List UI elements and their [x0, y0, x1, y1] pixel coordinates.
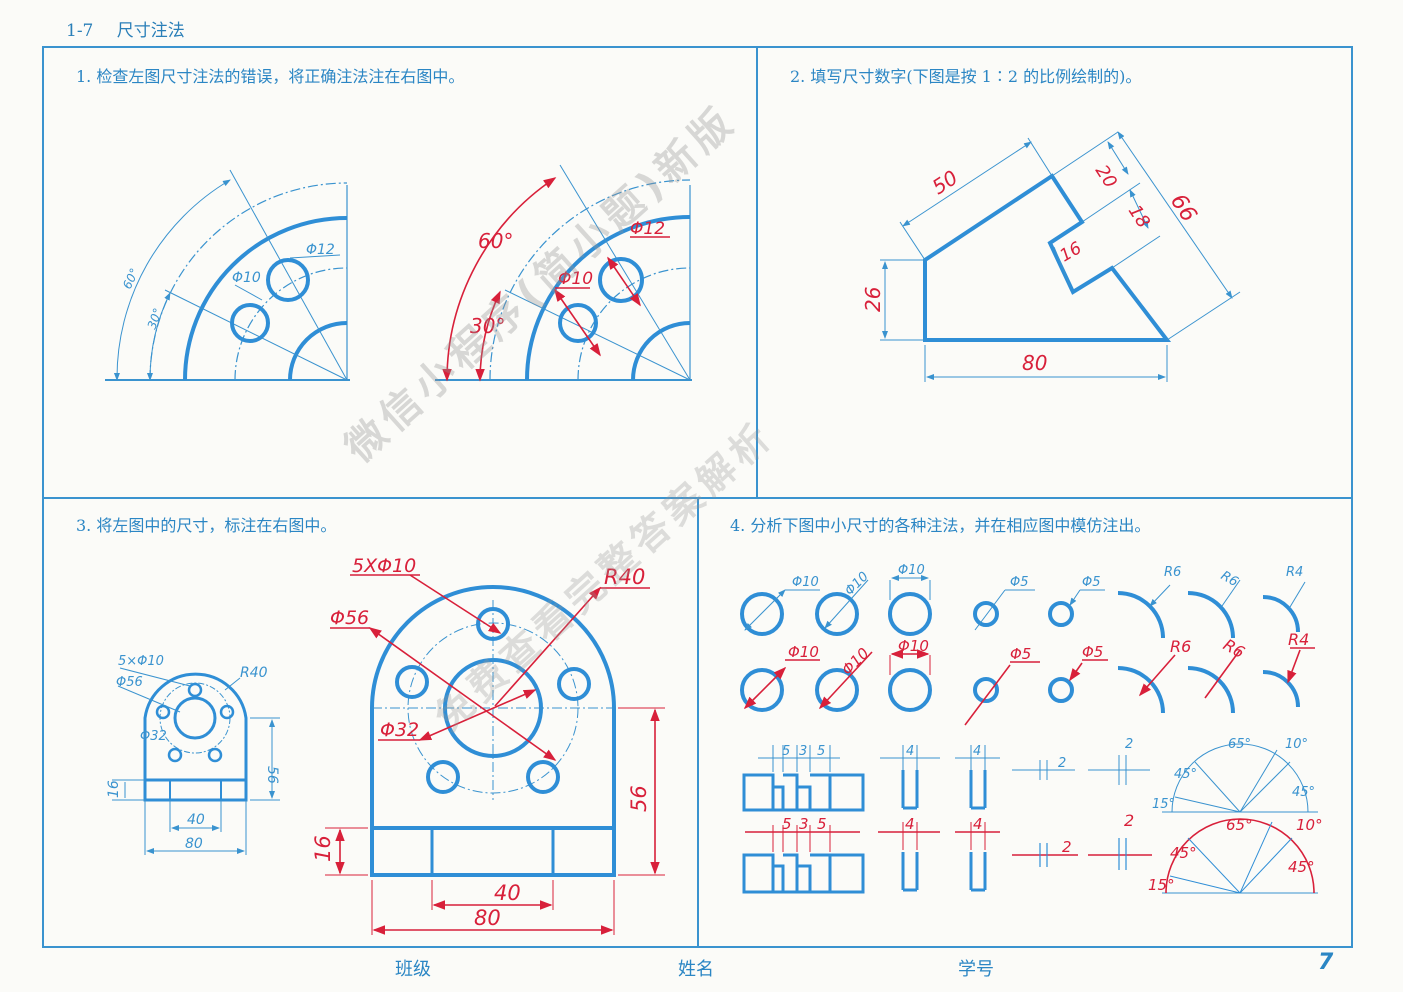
q3-left-holes: 5×Φ10: [118, 654, 164, 669]
q3-left-figure: 5×Φ10 R40 Φ56 Φ32 56 16 40 80: [106, 654, 280, 855]
q2-figure: 50 20 18 66 16 26 80: [861, 131, 1241, 382]
q1-right-dia10: Φ10: [558, 269, 593, 289]
q4-top-ang45-a: 45°: [1174, 767, 1197, 782]
q4-bot-dia10-b: Φ10: [838, 644, 873, 679]
q4-bot-dia10-c: Φ10: [898, 637, 929, 655]
q4-bot-r4: R4: [1288, 630, 1309, 649]
q4-bot-ang15: 15°: [1148, 876, 1175, 894]
q4-top-w4-a: 4: [906, 744, 914, 759]
q4-bot-dia5-a: Φ5: [1010, 645, 1031, 663]
q4-fourth-row: 5 3 5 4 4 2 2 65° 10° 45° 45° 15°: [742, 811, 1323, 894]
q4-top-row: Φ10 Φ10 Φ10 Φ5 Φ5 R6 R6 R4: [740, 563, 1306, 639]
q3-right-r40: R40: [604, 565, 645, 589]
q3-left-h80: 80: [185, 836, 203, 852]
question-4: 4. 分析下图中小尺寸的各种注法，并在相应图中模仿注出。: [730, 516, 1151, 535]
q1-right-angle-60: 60°: [478, 229, 513, 253]
q4-top-ang15: 15°: [1152, 797, 1175, 812]
q3-right-figure: 5XΦ10 R40 Φ56 Φ32 56 16 40 80: [311, 555, 665, 935]
q1-right-dia12: Φ12: [630, 219, 665, 239]
q4-bot-ang65: 65°: [1226, 816, 1253, 834]
q3-right-d56: Φ56: [330, 607, 369, 629]
q1-left-dia10: Φ10: [232, 270, 261, 286]
q4-bot-ang10: 10°: [1296, 816, 1323, 834]
q3-right-h40: 40: [494, 881, 521, 905]
q1-right-figure: 60° 30° Φ10 Φ12: [435, 164, 692, 382]
q4-bot-len5-a: 5: [782, 815, 792, 833]
q3-right-d32: Φ32: [380, 719, 419, 741]
footer-name-label: 姓名: [678, 959, 714, 980]
q1-left-dia12: Φ12: [306, 242, 335, 258]
q2-dim-50: 50: [928, 165, 962, 199]
q4-top-r6-b: R6: [1218, 568, 1240, 590]
q3-right-v16: 16: [311, 835, 335, 862]
q4-top-w4-b: 4: [973, 744, 981, 759]
q3-left-h40: 40: [187, 812, 205, 828]
q1-left-angle-30: 30°: [145, 306, 165, 331]
q3-left-v16: 16: [106, 780, 122, 798]
q2-dim-20: 20: [1091, 161, 1121, 192]
q4-top-len5-a: 5: [782, 744, 790, 759]
q4-top-len3: 3: [799, 744, 807, 759]
q1-left-figure: 60° 30° Φ10 Φ12: [105, 169, 350, 381]
q4-top-dia10-c: Φ10: [898, 563, 925, 578]
q2-dim-66: 66: [1165, 190, 1201, 227]
q4-bot-w4-a: 4: [905, 815, 915, 833]
page-header: 1-7 尺寸注法: [66, 16, 185, 41]
q4-top-len5-b: 5: [817, 744, 825, 759]
q1-right-angle-30: 30°: [470, 314, 505, 338]
q4-bot-len5-b: 5: [817, 815, 827, 833]
q4-bot-r6-b: R6: [1220, 635, 1248, 662]
q2-dim-26: 26: [861, 287, 885, 312]
q4-top-ang10: 10°: [1285, 737, 1308, 752]
q4-bot-w4-b: 4: [973, 815, 983, 833]
q4-top-space2-b: 2: [1125, 737, 1133, 752]
section-title: 尺寸注法: [116, 21, 185, 41]
section-number: 1-7: [66, 21, 94, 41]
question-3: 3. 将左图中的尺寸，标注在右图中。: [76, 516, 337, 535]
q3-right-v56: 56: [627, 785, 651, 812]
q4-top-dia5-b: Φ5: [1082, 575, 1101, 590]
q3-right-holes: 5XΦ10: [352, 555, 416, 577]
q4-top-space2-a: 2: [1058, 756, 1066, 771]
q1-left-angle-60: 60°: [120, 266, 142, 291]
q4-second-row: Φ10 Φ10 Φ10 Φ5 Φ5 R6 R6 R4: [740, 630, 1315, 726]
q4-top-dia5-a: Φ5: [1010, 575, 1029, 590]
q4-top-r6-a: R6: [1164, 565, 1181, 580]
q4-top-ang65: 65°: [1228, 737, 1251, 752]
question-1: 1. 检查左图尺寸注法的错误，将正确注法注在右图中。: [76, 67, 465, 86]
q3-left-d56: Φ56: [116, 675, 143, 690]
q4-bot-space2-a: 2: [1062, 838, 1072, 856]
q4-bot-r6-a: R6: [1170, 637, 1191, 656]
divider-top: [756, 46, 758, 498]
footer-id-label: 学号: [958, 959, 994, 980]
question-2: 2. 填写尺寸数字(下图是按 1∶2 的比例绘制的)。: [790, 67, 1142, 86]
q3-right-h80: 80: [474, 906, 501, 930]
q4-bot-len3: 3: [799, 815, 809, 833]
q3-left-d32: Φ32: [140, 729, 167, 744]
q4-third-row: 5 3 5 4 4 2 2 65° 10° 45° 45° 15°: [742, 737, 1318, 813]
q3-left-v56: 56: [264, 766, 280, 784]
q4-bot-dia5-b: Φ5: [1082, 643, 1103, 661]
q4-bot-dia10-a: Φ10: [788, 643, 819, 661]
page-number: 7: [1318, 950, 1334, 975]
q4-top-ang45-b: 45°: [1292, 785, 1315, 800]
q4-bot-space2-b: 2: [1124, 811, 1134, 830]
q4-bot-ang45-b: 45°: [1288, 858, 1315, 876]
divider-bottom: [697, 497, 699, 948]
footer-class-label: 班级: [395, 959, 431, 980]
q4-top-r4: R4: [1286, 565, 1303, 580]
q3-left-r40: R40: [240, 665, 268, 681]
q2-dim-80: 80: [1022, 351, 1047, 375]
q2-dim-18: 18: [1124, 201, 1154, 232]
q4-bot-ang45-a: 45°: [1170, 844, 1197, 862]
q4-top-dia10-a: Φ10: [792, 575, 819, 590]
